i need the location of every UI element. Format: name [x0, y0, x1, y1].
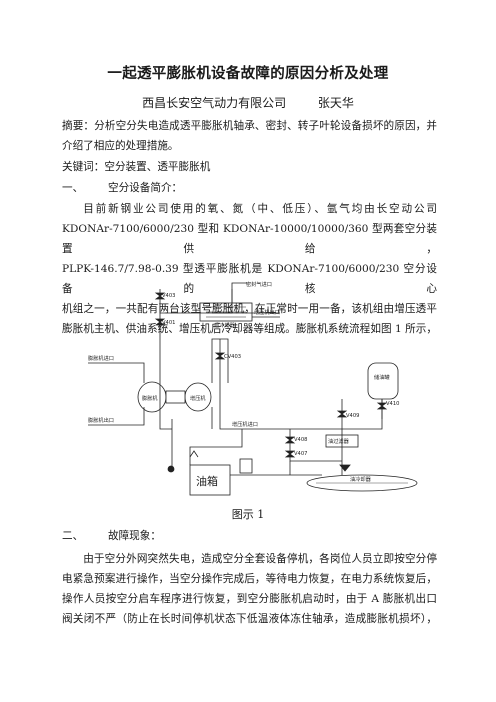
- pipe-line: [88, 407, 145, 426]
- label-booster-inlet: 增压机进口: [232, 420, 258, 428]
- expander-flow-diagram: V403 V401 CV403 V409 V410 V408 V407 密封气进…: [88, 280, 418, 496]
- intro-line: 目前新钢业公司使用的氧、氮（中、低压）、氩气均由长空动公司: [83, 203, 437, 215]
- label-expander-inlet: 膨胀机进口: [88, 354, 114, 362]
- pipe-line: [88, 362, 145, 383]
- label-expander: 膨胀机: [142, 394, 158, 402]
- label-cooler: 后冷却器: [214, 321, 236, 329]
- section-number: 二、: [62, 530, 84, 542]
- oil-storage-tank: [367, 362, 399, 400]
- author: 张天华: [317, 96, 354, 110]
- fault-line: 电紧急预案进行操作，当空分操作完成后，等待电力恢复，在电力系统恢复后，: [62, 573, 437, 585]
- section-number: 一、: [62, 182, 84, 194]
- label-oil-cooler: 油冷却器: [350, 475, 372, 483]
- intro-paragraph: 目前新钢业公司使用的氧、氮（中、低压）、氩气均由长空动公司 KDONAr-710…: [62, 199, 437, 339]
- label-v403: V403: [162, 293, 175, 299]
- label-expander-outlet: 膨胀机出口: [88, 416, 114, 424]
- section-title: 空分设备简介：: [108, 182, 183, 194]
- cooler-box: [199, 302, 253, 322]
- label-v401: V401: [162, 320, 175, 326]
- pipe-line: [189, 429, 243, 465]
- section-title: 故障现象：: [108, 530, 161, 542]
- intro-line: PLPK-146.7/7.98-0.39 型透平膨胀机是 KDONAr-7100…: [62, 263, 437, 295]
- keywords: 关键词：空分装置、透平膨胀机: [62, 161, 211, 173]
- document-title: 一起透平膨胀机设备故障的原因分析及处理: [107, 65, 389, 82]
- pipe-line: [231, 282, 247, 303]
- label-oil-tank: 油箱: [196, 474, 218, 488]
- figure-caption: 图示 1: [231, 508, 265, 521]
- pipe-line: [211, 338, 302, 430]
- fault-line: 操作人员按空分启车程序进行恢复，到空分膨胀机启动时，由于 A 膨胀机出口: [62, 593, 437, 605]
- label-v407: V407: [294, 451, 307, 457]
- oil-tank-box: [189, 464, 231, 496]
- abstract: 摘要：分析空分失电造成透平膨胀机轴承、密封、转子叶轮设备损坏的原因，并 介绍了相…: [62, 116, 437, 156]
- label-booster-outlet: 增压机出口: [254, 308, 280, 316]
- abstract-line: 介绍了相应的处理措施。: [62, 140, 179, 152]
- label-cv403: CV403: [224, 354, 241, 360]
- pump-box: [239, 458, 253, 474]
- section-heading-1: 一、 空分设备简介：: [62, 178, 437, 198]
- intro-line: 机组之一，一共配有两台该型号膨胀机，在正常时一用一备，该机组由增压透平: [62, 303, 437, 315]
- label-oil-storage-tank: 储油罐: [374, 373, 390, 381]
- intro-line: 膨胀机主机、供油系统、增压机后冷却器等组成。膨胀机系统流程如图 1 所示，: [62, 323, 437, 335]
- fault-paragraph: 由于空分外网突然失电，造成空分全套设备停机，各岗位人员立即按空分停 电紧急预案进…: [62, 549, 437, 629]
- byline: 西昌长安空气动力有限公司 张天华: [0, 94, 496, 111]
- label-booster: 增压机: [190, 394, 206, 402]
- fault-line: 阀关闭不严（防止在长时间停机状态下低温液体冻住轴承，造成膨胀机损坏），: [62, 613, 437, 625]
- label-v410: V410: [386, 401, 399, 407]
- oil-cooler-body: [306, 474, 418, 492]
- fault-line: 由于空分外网突然失电，造成空分全套设备停机，各岗位人员立即按空分停: [83, 553, 437, 565]
- intro-line: KDONAr-7100/6000/230 型和 KDONAr-10000/100…: [62, 223, 437, 255]
- abstract-line: 摘要：分析空分失电造成透平膨胀机轴承、密封、转子叶轮设备损坏的原因，并: [62, 120, 437, 132]
- label-v408: V408: [294, 437, 307, 443]
- label-v409: V409: [346, 413, 359, 419]
- pipe-line: [159, 399, 172, 430]
- organization: 西昌长安空气动力有限公司: [142, 96, 287, 110]
- label-seal-gas-inlet: 密封气进口: [246, 280, 272, 288]
- label-oil-filter: 油过滤器: [328, 437, 350, 445]
- oil-filter-box: [325, 434, 359, 448]
- section-heading-2: 二、 故障现象：: [62, 526, 437, 546]
